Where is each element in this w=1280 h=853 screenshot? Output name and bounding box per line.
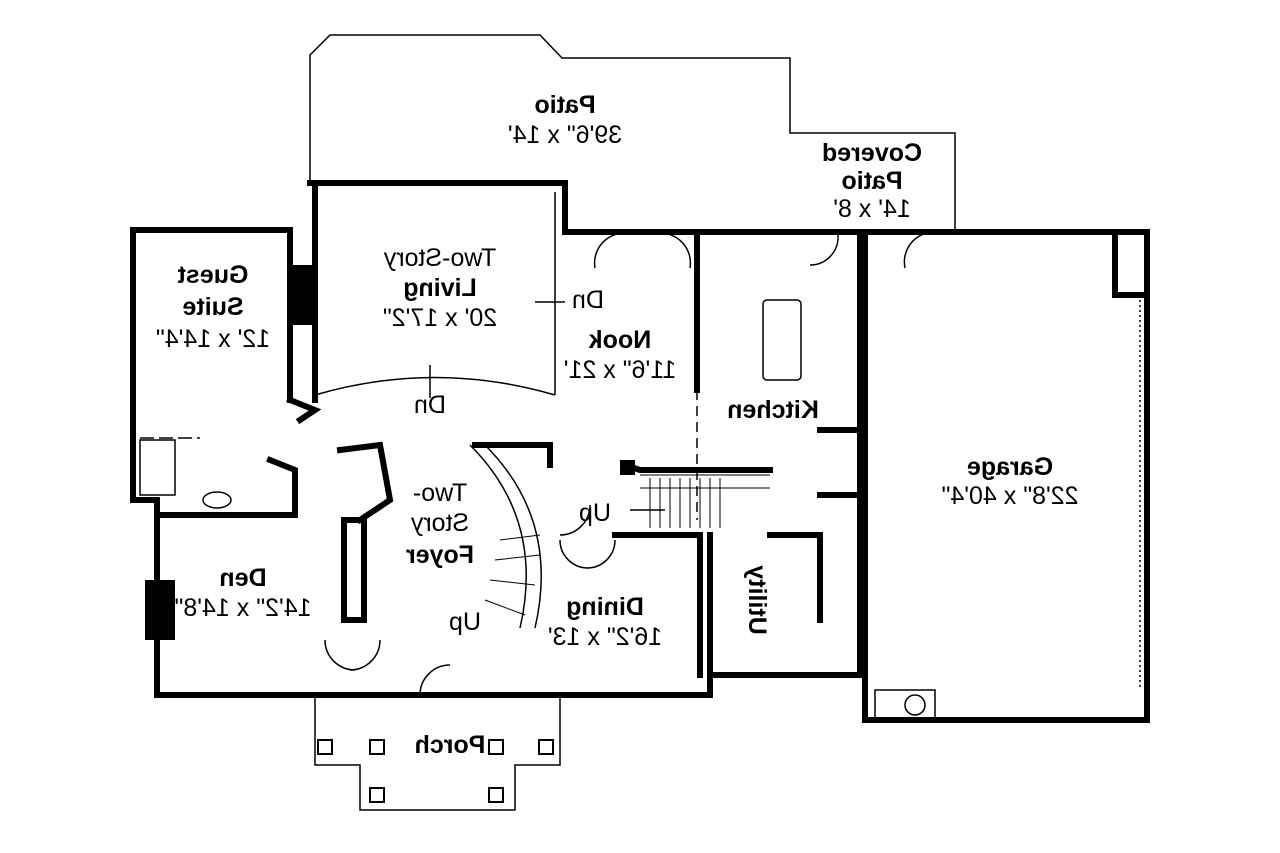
stair-dn-nook: Dn	[572, 286, 604, 314]
dining-size: 16'2" x 13'	[547, 623, 663, 651]
utility-name: Utility	[743, 565, 771, 635]
living-name: Living	[403, 274, 477, 302]
stair-up-foyer: Up	[449, 608, 481, 636]
kitchen-name: Kitchen	[727, 396, 819, 424]
covered-patio-name1: Covered	[821, 139, 923, 167]
porch-name: Porch	[414, 731, 486, 759]
stair-dn-living: Dn	[414, 391, 446, 419]
porch-outline	[314, 694, 561, 811]
living-size: 20' x 17'2"	[382, 304, 498, 332]
guest-suite-name2: Suite	[182, 293, 244, 321]
covered-patio-name2: Patio	[841, 167, 903, 195]
nook-size: 11'6" x 21'	[563, 356, 677, 384]
guest-suite-walls	[130, 227, 863, 698]
living-curve	[314, 376, 556, 396]
guest-suite-name1: Guest	[177, 261, 249, 289]
covered-patio-size: 14' x 8'	[833, 195, 911, 223]
patio-name: Patio	[534, 91, 596, 119]
foyer-line1: Two-	[412, 479, 468, 507]
living-walls	[307, 180, 865, 235]
living-line1: Two-Story	[383, 244, 497, 272]
den-size: 14'2" x 14'8"	[174, 594, 312, 622]
patio-outline	[309, 34, 956, 230]
stair-up-back: Up	[579, 499, 611, 527]
den-name: Den	[219, 564, 267, 592]
nook-name: Nook	[588, 326, 652, 354]
foyer-line2: Story	[410, 509, 470, 537]
guest-suite-size: 12' x 14'4"	[155, 325, 271, 353]
dining-name: Dining	[566, 593, 644, 621]
garage-name: Garage	[966, 453, 1054, 481]
foyer-name: Foyer	[405, 541, 475, 569]
patio-size: 39'6" x 14'	[507, 121, 623, 149]
garage-size: 22'8" x 40'4"	[941, 482, 1079, 510]
